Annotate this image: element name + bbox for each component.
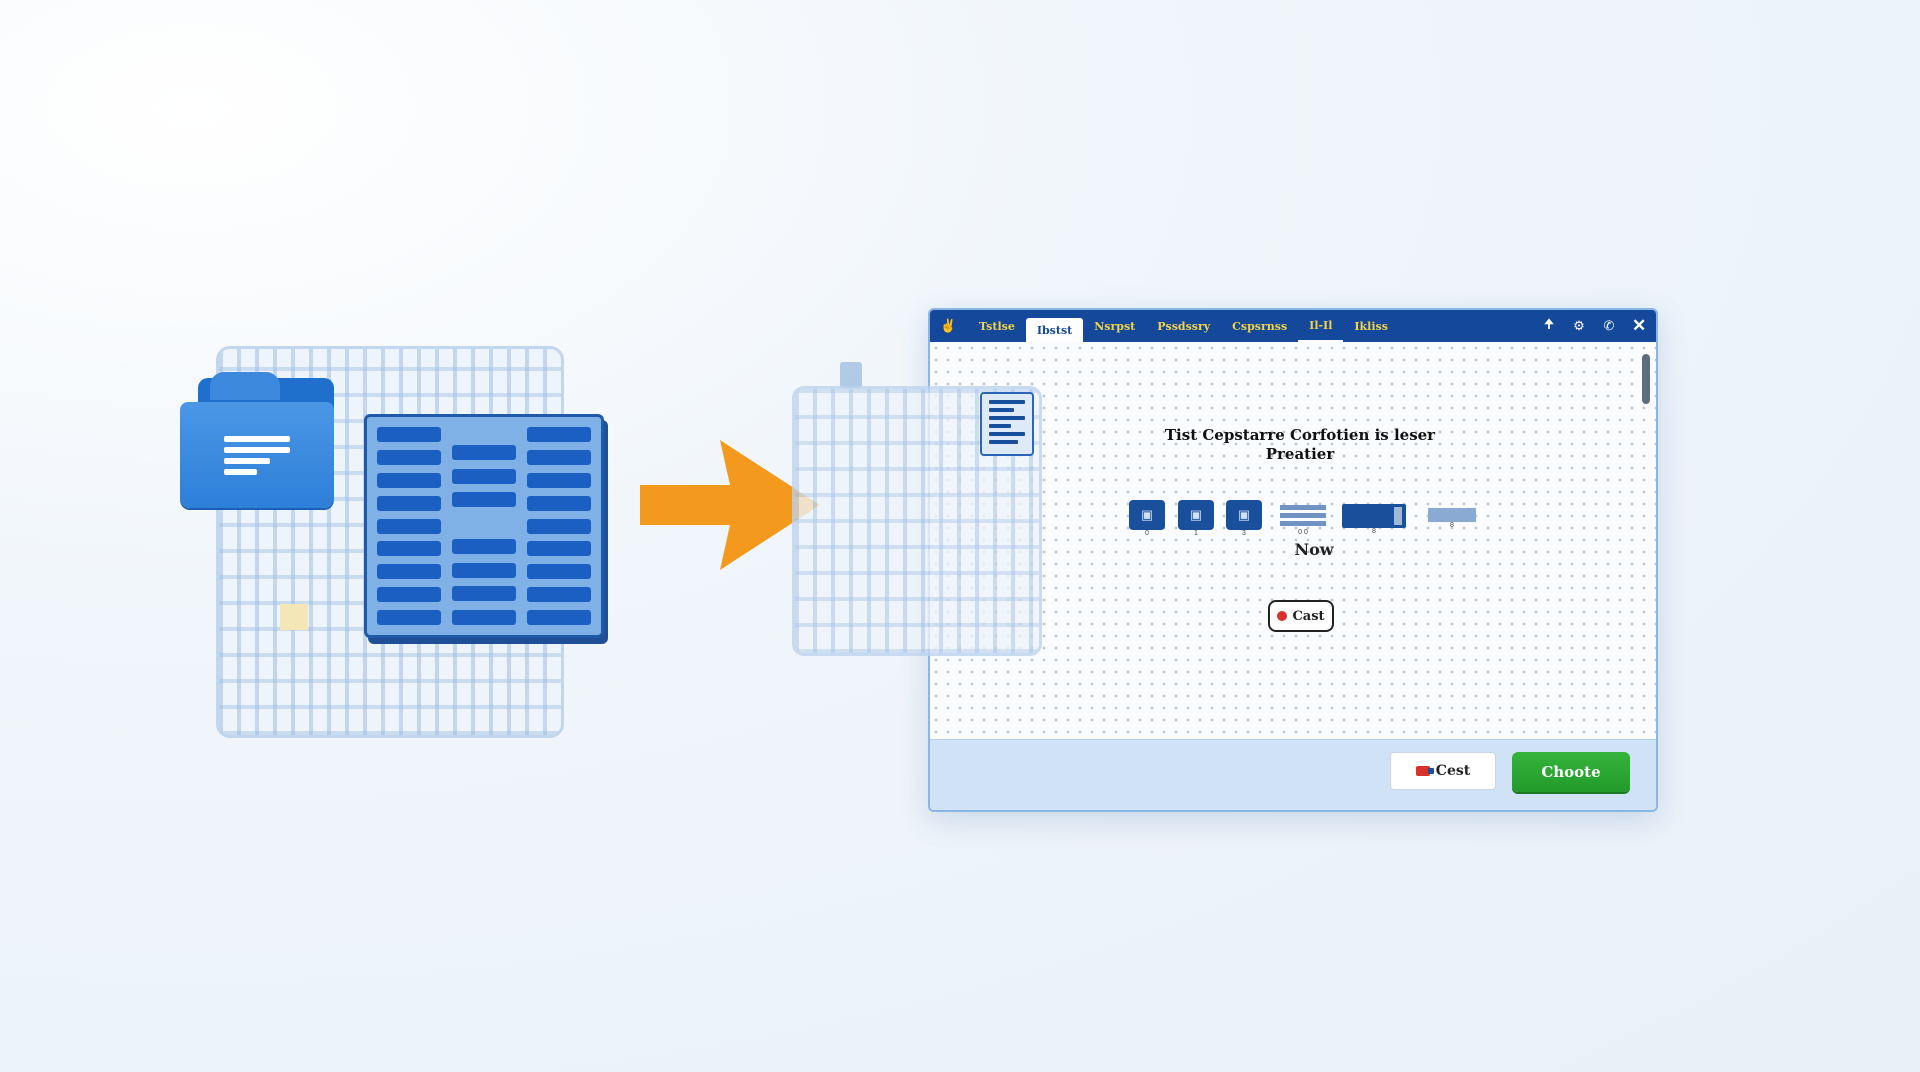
content-headline: Tist Cepstarre Corfotien is leser Preati… — [1160, 426, 1440, 464]
step-icon-6: 8 — [1428, 508, 1476, 529]
window-controls: 🠉 ⚙ ✆ ✕ — [1542, 310, 1647, 342]
cancel-button[interactable]: Cest — [1390, 752, 1496, 790]
folder-icon — [180, 402, 334, 508]
tab-1[interactable]: Ibstst — [1025, 318, 1084, 342]
cancel-button-label: Cest — [1435, 763, 1471, 779]
title-bar: ✌ Tstlse Ibstst Nsrpst Pssdssry Cspsrnss… — [930, 310, 1656, 342]
vertical-scrollbar[interactable] — [1642, 354, 1650, 404]
flat-bar-icon — [1428, 508, 1476, 522]
app-window: ✌ Tstlse Ibstst Nsrpst Pssdssry Cspsrnss… — [928, 308, 1658, 812]
maze-highlight-cell — [280, 604, 308, 630]
close-icon[interactable]: ✕ — [1632, 316, 1647, 335]
headline-line-2: Preatier — [1265, 445, 1335, 463]
image-icon: ▣ — [1226, 500, 1262, 530]
gear-icon[interactable]: ⚙ — [1573, 318, 1585, 333]
cancel-icon — [1415, 766, 1434, 776]
step-icon-2: ▣ 1 — [1178, 500, 1214, 537]
tab-bar: Tstlse Ibstst Nsrpst Pssdssry Cspsrnss I… — [968, 310, 1399, 342]
image-icon: ▣ — [1178, 500, 1214, 530]
record-dot-icon — [1277, 611, 1288, 621]
folder-icon-tab — [210, 372, 280, 400]
tab-4[interactable]: Cspsrnss — [1232, 319, 1288, 333]
headline-line-1: Tist Cepstarre Corfotien is leser — [1164, 426, 1436, 444]
step-label: Now — [1294, 540, 1334, 559]
tab-0[interactable]: Tstlse — [979, 319, 1015, 333]
image-icon: ▣ — [1129, 500, 1165, 530]
tab-5[interactable]: Il-Il — [1298, 310, 1344, 342]
cast-button-label: Cast — [1292, 608, 1325, 624]
tab-2[interactable]: Nsrpst — [1094, 319, 1136, 333]
arrow-right-icon — [640, 440, 820, 570]
spreadsheet-icon — [364, 414, 604, 638]
tab-3[interactable]: Pssdssry — [1157, 319, 1211, 333]
step-icon-3: ▣ 3 — [1226, 500, 1262, 537]
app-menu-icon[interactable]: ✌ — [940, 318, 957, 333]
phone-icon[interactable]: ✆ — [1603, 318, 1615, 333]
document-thumbnail-icon — [980, 392, 1034, 456]
pin-icon[interactable]: 🠉 — [1543, 316, 1555, 331]
progress-block-icon — [1342, 504, 1406, 528]
step-icon-5: 8 — [1342, 504, 1406, 535]
list-lines-icon — [1280, 505, 1326, 526]
choose-button[interactable]: Choote — [1512, 752, 1630, 792]
tab-6[interactable]: Ikliss — [1354, 319, 1388, 333]
cast-button[interactable]: Cast — [1268, 600, 1334, 632]
overlay-maze-tab — [840, 362, 862, 388]
document-lines-icon — [224, 431, 290, 480]
dotted-canvas — [930, 342, 1656, 738]
step-icon-4: 0 0 — [1280, 502, 1326, 536]
step-icon-1: ▣ 0 — [1129, 500, 1165, 537]
